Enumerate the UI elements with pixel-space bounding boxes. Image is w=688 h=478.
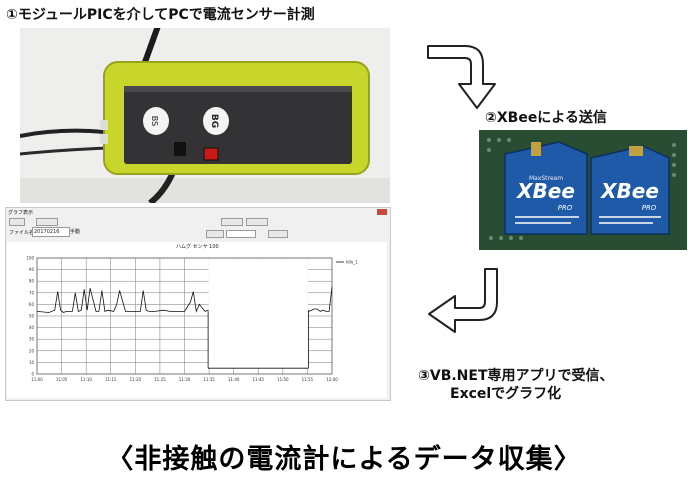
y-tick-label: 100 — [26, 256, 34, 261]
y-tick-label: 60 — [29, 302, 35, 307]
window-close-icon[interactable] — [377, 209, 387, 215]
toolbar-button-3[interactable] — [221, 218, 243, 226]
current-chart: 0 10 20 30 40 50 60 70 80 90 100 11:00 11:05 11:10 11:… — [26, 256, 358, 383]
toolbar-button-7[interactable] — [268, 230, 288, 238]
toolbar-button-1[interactable] — [9, 218, 25, 226]
step1-label: ①モジュールPICを介してPCで電流センサー計測 — [6, 7, 315, 23]
y-tick-label: 90 — [29, 267, 35, 272]
step3-label-line2: Excelでグラフ化 — [450, 386, 562, 402]
series-gap-mask — [208, 259, 308, 369]
xbee2-name: XBee — [599, 179, 659, 203]
x-tick-label: 11:05 — [56, 377, 68, 382]
pic-module-photo: BS BG — [20, 28, 390, 203]
xbee-modules-photo: MaxStream XBee PRO XBee PRO — [479, 130, 687, 250]
svg-text:BG: BG — [209, 114, 219, 128]
y-tick-label: 30 — [29, 337, 35, 342]
file-name-label: ファイル名 — [9, 230, 35, 236]
svg-text:BS: BS — [150, 116, 159, 126]
y-tick-label: 70 — [29, 290, 35, 295]
toolbar-button-6[interactable] — [226, 230, 256, 238]
flow-arrow-down-icon — [427, 45, 496, 109]
file-name-value: 20170216 — [34, 229, 60, 235]
x-tick-label: 11:25 — [154, 377, 166, 382]
mode-label: 手動 — [70, 229, 81, 235]
y-tick-label: 50 — [29, 314, 35, 319]
receiver-app-screenshot: グラフ表示 ファイル名 20170216 手動 ハムグ センサ 100 0 10 2… — [5, 207, 391, 401]
file-name-field[interactable]: 20170216 — [32, 227, 70, 237]
step3-label-line1: ③VB.NET専用アプリで受信、 — [418, 368, 614, 384]
step2-label: ②XBeeによる送信 — [485, 110, 607, 126]
xbee1-brand: MaxStream — [529, 175, 563, 182]
y-tick-label: 40 — [29, 325, 35, 330]
flow-arrow-left-icon — [428, 268, 498, 333]
x-tick-label: 11:45 — [252, 377, 264, 382]
x-tick-label: 11:15 — [105, 377, 117, 382]
xbee1-name: XBee — [515, 179, 575, 203]
y-tick-label: 80 — [29, 279, 35, 284]
xbee1-tier: PRO — [558, 204, 573, 212]
x-tick-label: 11:10 — [80, 377, 92, 382]
toolbar-button-4[interactable] — [246, 218, 268, 226]
y-tick-label: 10 — [29, 360, 35, 365]
chart-caption: ハムグ センサ 100 — [176, 244, 219, 250]
x-tick-label: 11:35 — [203, 377, 215, 382]
pic-module-device: BS BG — [20, 28, 390, 203]
x-tick-label: 11:40 — [228, 377, 240, 382]
x-tick-label: 12:00 — [326, 377, 338, 382]
legend-label: Idle_1 — [346, 260, 358, 265]
x-tick-label: 11:20 — [130, 377, 142, 382]
x-tick-label: 11:50 — [277, 377, 289, 382]
page-title: 〈非接触の電流計によるデータ収集〉 — [106, 444, 582, 475]
app-window-title: グラフ表示 — [8, 210, 34, 216]
x-tick-label: 11:55 — [302, 377, 314, 382]
xbee2-tier: PRO — [642, 204, 657, 212]
toolbar-button-2[interactable] — [36, 218, 58, 226]
x-tick-label: 11:00 — [31, 377, 43, 382]
x-tick-label: 11:30 — [179, 377, 191, 382]
y-tick-label: 20 — [29, 348, 35, 353]
xbee-board: MaxStream XBee PRO XBee PRO — [479, 130, 687, 250]
y-tick-label: 0 — [31, 372, 34, 377]
toolbar-button-5[interactable] — [206, 230, 224, 238]
